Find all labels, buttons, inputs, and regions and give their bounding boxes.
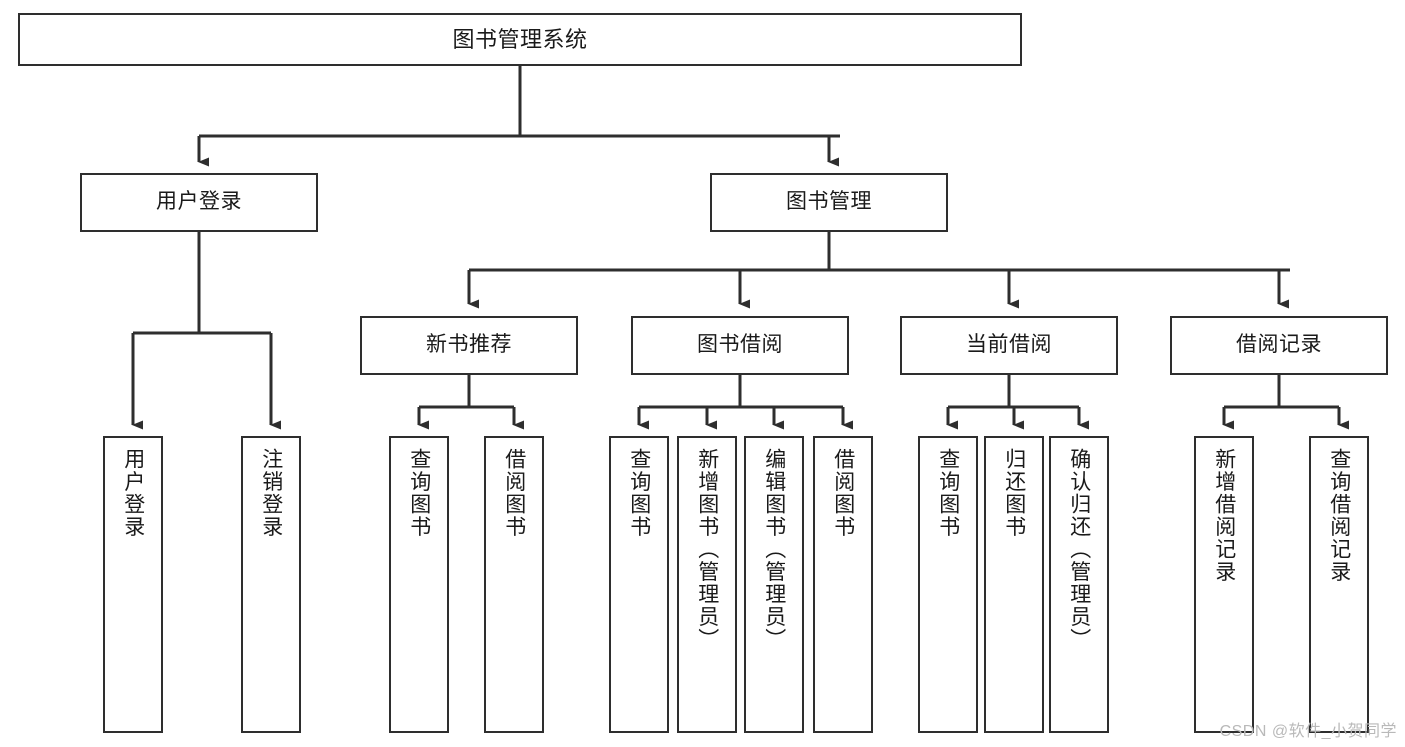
node-label: 查询图书 bbox=[627, 448, 651, 538]
node-label: 借阅图书 bbox=[502, 448, 526, 538]
node-label: 编辑图书（管理员） bbox=[762, 448, 786, 651]
node-new-book-recommend[interactable]: 新书推荐 bbox=[360, 316, 578, 375]
node-label: 借阅图书 bbox=[831, 448, 855, 538]
node-label: 用户登录 bbox=[121, 448, 145, 538]
node-label: 查询借阅记录 bbox=[1327, 448, 1351, 583]
node-leaf-query-record[interactable]: 查询借阅记录 bbox=[1309, 436, 1369, 733]
node-label: 图书管理系统 bbox=[452, 26, 588, 52]
watermark-text: CSDN @软件_小贺同学 bbox=[1219, 723, 1397, 740]
node-leaf-return-book[interactable]: 归还图书 bbox=[984, 436, 1044, 733]
node-leaf-edit-book[interactable]: 编辑图书（管理员） bbox=[744, 436, 804, 733]
node-leaf-query-book-3[interactable]: 查询图书 bbox=[918, 436, 978, 733]
node-label: 当前借阅 bbox=[966, 333, 1052, 357]
node-book-manage[interactable]: 图书管理 bbox=[710, 173, 948, 232]
node-label: 图书管理 bbox=[786, 190, 872, 214]
node-leaf-query-book-2[interactable]: 查询图书 bbox=[609, 436, 669, 733]
node-label: 新增图书（管理员） bbox=[695, 448, 719, 651]
node-label: 注销登录 bbox=[259, 448, 283, 538]
node-leaf-add-record[interactable]: 新增借阅记录 bbox=[1194, 436, 1254, 733]
node-leaf-query-book-1[interactable]: 查询图书 bbox=[389, 436, 449, 733]
node-label: 新增借阅记录 bbox=[1212, 448, 1236, 583]
node-leaf-confirm-return[interactable]: 确认归还（管理员） bbox=[1049, 436, 1109, 733]
node-label: 查询图书 bbox=[936, 448, 960, 538]
node-label: 新书推荐 bbox=[426, 333, 512, 357]
node-leaf-user-login[interactable]: 用户登录 bbox=[103, 436, 163, 733]
node-label: 归还图书 bbox=[1002, 448, 1026, 538]
node-label: 借阅记录 bbox=[1236, 333, 1322, 357]
node-current-borrow[interactable]: 当前借阅 bbox=[900, 316, 1118, 375]
node-leaf-borrow-book-2[interactable]: 借阅图书 bbox=[813, 436, 873, 733]
node-leaf-add-book[interactable]: 新增图书（管理员） bbox=[677, 436, 737, 733]
node-borrow-record[interactable]: 借阅记录 bbox=[1170, 316, 1388, 375]
node-label: 确认归还（管理员） bbox=[1067, 448, 1091, 651]
node-user-login[interactable]: 用户登录 bbox=[80, 173, 318, 232]
node-book-borrow[interactable]: 图书借阅 bbox=[631, 316, 849, 375]
node-label: 用户登录 bbox=[156, 190, 242, 214]
node-label: 图书借阅 bbox=[697, 333, 783, 357]
node-label: 查询图书 bbox=[407, 448, 431, 538]
node-leaf-logout[interactable]: 注销登录 bbox=[241, 436, 301, 733]
node-leaf-borrow-book-1[interactable]: 借阅图书 bbox=[484, 436, 544, 733]
node-book-management-system[interactable]: 图书管理系统 bbox=[18, 13, 1022, 66]
